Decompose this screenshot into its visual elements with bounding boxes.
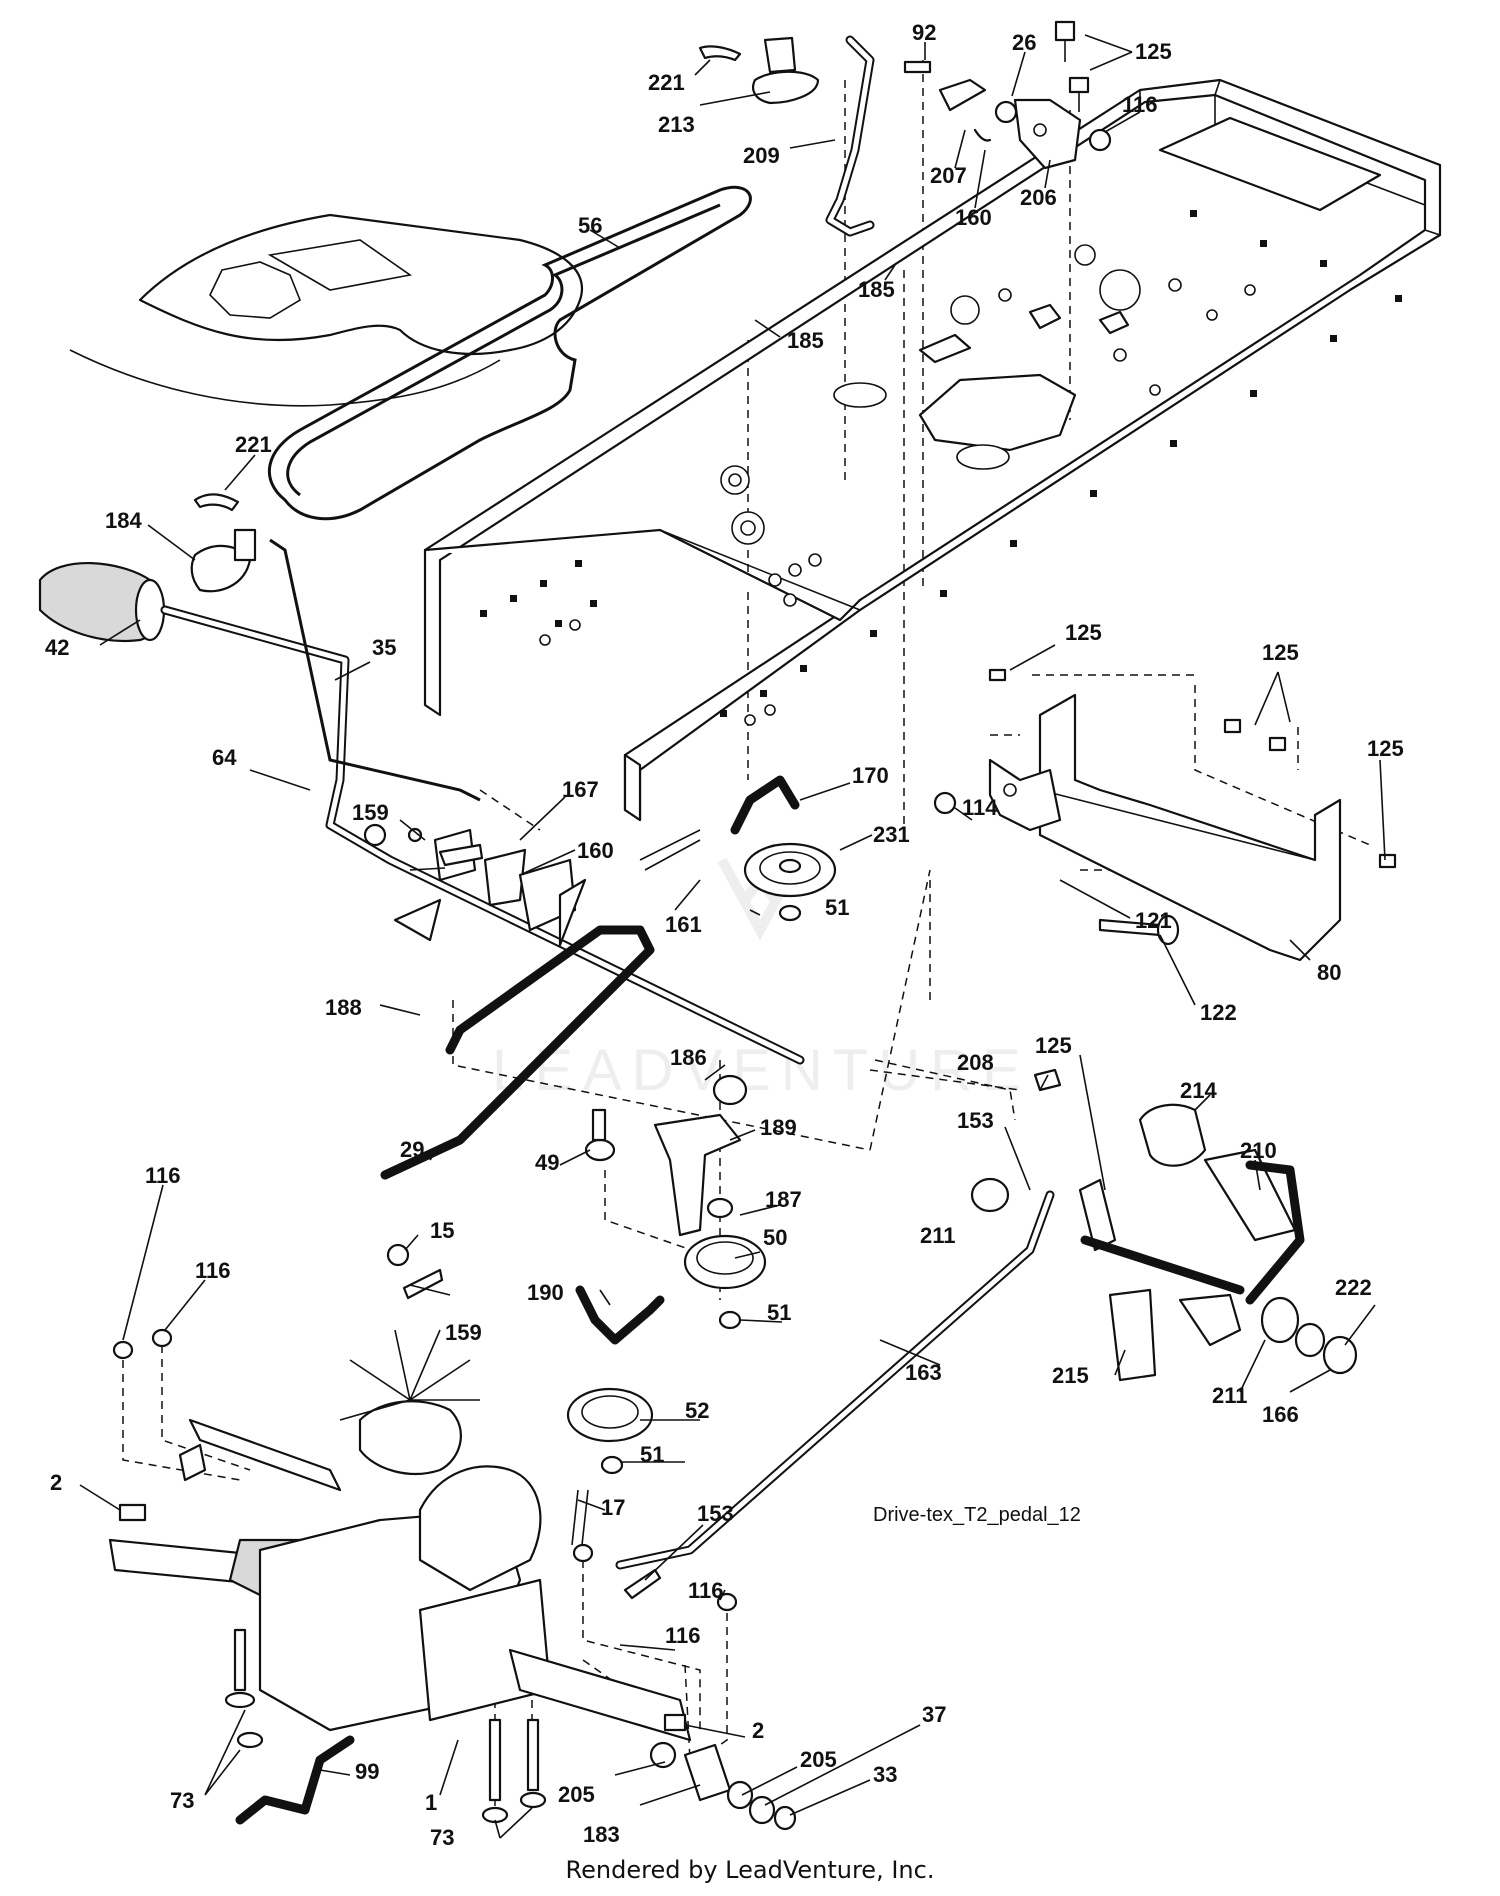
callout-99: 99 (355, 1759, 379, 1784)
callout-15: 15 (430, 1218, 454, 1243)
callout-159: 159 (445, 1320, 482, 1345)
callout-213: 213 (658, 112, 695, 137)
callout-116: 116 (1122, 92, 1158, 117)
callout-209: 209 (743, 143, 780, 168)
callout-92: 92 (912, 20, 936, 45)
callout-189: 189 (760, 1115, 797, 1140)
callout-116: 116 (195, 1258, 231, 1283)
callout-186: 186 (670, 1045, 707, 1070)
leader-lines (79, 34, 1386, 1839)
callout-231: 231 (873, 822, 910, 847)
callout-160: 160 (955, 205, 992, 230)
callout-51: 51 (640, 1442, 664, 1467)
callout-122: 122 (1200, 1000, 1237, 1025)
callout-184: 184 (105, 508, 142, 533)
callout-208: 208 (957, 1050, 994, 1075)
callout-80: 80 (1317, 960, 1341, 985)
callout-73: 73 (170, 1788, 194, 1813)
callout-2: 2 (752, 1718, 764, 1743)
callout-125: 125 (1367, 736, 1404, 761)
callout-167: 167 (562, 777, 599, 802)
callout-17: 17 (601, 1495, 625, 1520)
callout-211: 211 (1212, 1383, 1248, 1408)
callout-207: 207 (930, 163, 967, 188)
callout-56: 56 (578, 213, 602, 238)
callout-52: 52 (685, 1398, 709, 1423)
watermark-text: LEADVENTURE (492, 1038, 1031, 1103)
diagram-reference-label: Drive-tex_T2_pedal_12 (873, 1504, 1081, 1526)
pivot-assembly (363, 823, 587, 947)
callout-121: 121 (1135, 908, 1172, 933)
callout-125: 125 (1035, 1033, 1072, 1058)
callout-205: 205 (558, 1782, 595, 1807)
bracket-80 (933, 668, 1397, 962)
center-idler-group (380, 925, 767, 1546)
callout-116: 116 (665, 1623, 701, 1648)
callout-49: 49 (535, 1150, 559, 1175)
footer-credit: Rendered by LeadVenture, Inc. (565, 1856, 935, 1884)
callout-51: 51 (825, 895, 849, 920)
callout-206: 206 (1020, 185, 1057, 210)
callout-221: 221 (235, 432, 272, 457)
callout-50: 50 (763, 1225, 787, 1250)
callouts: 221 213 209 92 26 125 116 207 160 206 56… (45, 20, 1404, 1850)
callout-183: 183 (583, 1822, 620, 1847)
callout-51: 51 (767, 1300, 791, 1325)
callout-42: 42 (45, 635, 69, 660)
callout-35: 35 (372, 635, 396, 660)
callout-205: 205 (800, 1747, 837, 1772)
callout-159: 159 (352, 800, 389, 825)
callout-37: 37 (922, 1702, 946, 1727)
callout-33: 33 (873, 1762, 897, 1787)
transaxle (108, 1329, 692, 1825)
callout-190: 190 (527, 1280, 564, 1305)
callout-185: 185 (787, 328, 824, 353)
callout-221: 221 (648, 70, 685, 95)
callout-188: 188 (325, 995, 362, 1020)
callout-214: 214 (1180, 1078, 1217, 1103)
deck-shroud (69, 213, 583, 407)
callout-187: 187 (765, 1187, 802, 1212)
knob-and-handle (38, 493, 805, 1065)
callout-170: 170 (852, 763, 889, 788)
callout-166: 166 (1262, 1402, 1299, 1427)
callout-125: 125 (1135, 39, 1172, 64)
callout-161: 161 (665, 912, 702, 937)
callout-2: 2 (50, 1470, 62, 1495)
callout-114: 114 (962, 795, 998, 820)
callout-153: 153 (697, 1501, 734, 1526)
main-frame (423, 78, 1442, 822)
idler-231 (639, 775, 837, 922)
callout-160: 160 (577, 838, 614, 863)
callout-116: 116 (145, 1163, 181, 1188)
callout-185: 185 (858, 277, 895, 302)
callout-29: 29 (400, 1137, 424, 1162)
callout-153: 153 (957, 1108, 994, 1133)
rod-163 (615, 1190, 1055, 1600)
callout-26: 26 (1012, 30, 1036, 55)
callout-64: 64 (212, 745, 237, 770)
callout-211: 211 (920, 1223, 956, 1248)
callout-125: 125 (1262, 640, 1299, 665)
belt-56 (268, 185, 752, 521)
callout-73: 73 (430, 1825, 454, 1850)
callout-163: 163 (905, 1360, 942, 1385)
callout-210: 210 (1240, 1138, 1277, 1163)
watermark: LEADVENTURE (492, 857, 1031, 1103)
callout-215: 215 (1052, 1363, 1089, 1388)
callout-116: 116 (688, 1578, 724, 1603)
callout-1: 1 (425, 1790, 437, 1815)
callout-222: 222 (1335, 1275, 1372, 1300)
pedal-group (970, 1068, 1358, 1382)
callout-125: 125 (1065, 620, 1102, 645)
